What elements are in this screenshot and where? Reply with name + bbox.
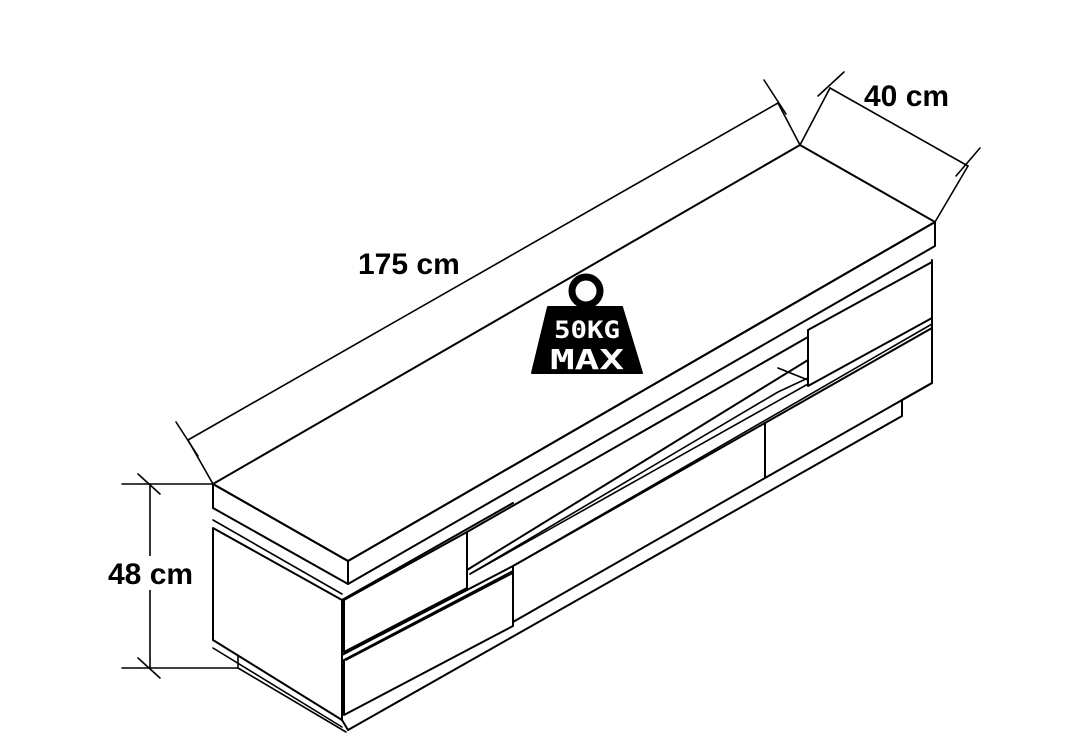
weight-body: [531, 306, 643, 374]
weight-max-label: MAX: [550, 343, 624, 376]
dimension-depth: 40 cm: [799, 71, 981, 223]
dimension-height: 48 cm: [108, 473, 239, 679]
drawer-center-lower: [512, 422, 766, 623]
weight-handle: [568, 273, 604, 309]
drawer-left-lower: [343, 570, 514, 716]
length-label: 175 cm: [358, 248, 460, 281]
dimension-length: 175 cm: [175, 79, 801, 485]
top-right-edge: [347, 221, 936, 585]
length-dimension-line: [187, 102, 779, 441]
weight-capacity: 50KG: [554, 316, 620, 344]
cabinet-body: [212, 259, 933, 733]
weight-icon: 50KG MAX: [531, 273, 643, 376]
drawers: [343, 261, 933, 716]
depth-label: 40 cm: [864, 80, 949, 113]
drawer-right-lower: [764, 327, 933, 479]
drawer-right-upper: [807, 261, 933, 387]
drawer-left-upper: [343, 531, 468, 653]
height-label: 48 cm: [108, 558, 193, 591]
depth-dimension-line: [829, 87, 969, 167]
top-front-edge: [212, 483, 349, 585]
